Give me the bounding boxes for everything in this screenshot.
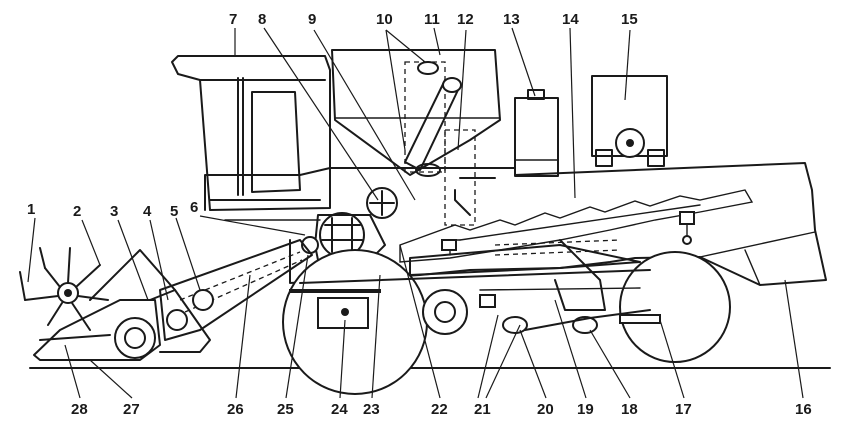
reel: [19, 247, 109, 331]
callout-11: 11: [424, 11, 440, 28]
feeder-lower-roller: [192, 289, 214, 311]
feeder-house: [159, 239, 313, 341]
callout-19: 19: [577, 401, 594, 418]
callout-17: 17: [675, 401, 692, 418]
rear-panel-line: [744, 249, 761, 286]
callout-labels: 1 2 3 4 5 6 7 8 9 10 11 12 13 14 15 16 1…: [27, 11, 812, 418]
callout-7: 7: [229, 11, 237, 28]
walker-crank-pivot: [682, 235, 692, 245]
beater-cross: [369, 190, 395, 216]
auger-base: [415, 163, 441, 177]
grain-auger-pulley: [502, 316, 528, 334]
callout-28: 28: [71, 401, 88, 418]
callout-16: 16: [795, 401, 812, 418]
callout-10: 10: [376, 11, 393, 28]
unloading-auger-tube: [404, 79, 459, 171]
straw-walker-inner-line: [459, 204, 701, 241]
machine-body-outline: [204, 162, 827, 286]
callout-26: 26: [227, 401, 244, 418]
threshing-drum-bars: [321, 217, 363, 253]
radiator-mount-right: [647, 149, 665, 167]
callout-27: 27: [123, 401, 140, 418]
callout-5: 5: [170, 203, 178, 220]
engine-filler-cap: [527, 89, 545, 100]
cab-door-window: [251, 91, 301, 193]
radiator-mount-left: [595, 149, 613, 167]
auger-top-cap: [417, 61, 439, 75]
header-platform: [33, 299, 161, 361]
callout-13: 13: [503, 11, 520, 28]
callout-leaders: [27, 27, 804, 399]
callout-6: 6: [190, 199, 198, 216]
sieve-lower-line: [479, 287, 641, 291]
elevator-housing-dashed: [444, 129, 476, 226]
callout-21: 21: [474, 401, 491, 418]
callout-8: 8: [258, 11, 266, 28]
callout-20: 20: [537, 401, 554, 418]
cab-roof-and-frame: [171, 55, 331, 211]
callout-3: 3: [110, 203, 118, 220]
cab-pillar: [237, 77, 244, 196]
callout-4: 4: [143, 203, 152, 220]
walker-crank-block: [679, 211, 695, 225]
callout-24: 24: [331, 401, 348, 418]
callout-1: 1: [27, 201, 35, 218]
callout-25: 25: [277, 401, 294, 418]
rear-steer-wheel: [619, 251, 731, 363]
callout-9: 9: [308, 11, 316, 28]
intake-roller: [166, 309, 188, 331]
gearbox-shaft: [341, 308, 349, 316]
rear-axle-bracket: [619, 314, 661, 324]
cleaning-sieve: [409, 244, 641, 276]
linkage-block: [441, 239, 457, 251]
sieve-dashed: [494, 239, 621, 256]
fan-housing: [554, 239, 606, 311]
rear-hood-line: [699, 231, 816, 258]
callout-14: 14: [562, 11, 579, 28]
lower-chassis-line: [524, 309, 651, 331]
grain-tank: [331, 49, 501, 176]
elevator-top-link: [454, 177, 496, 216]
radiator-fan-hub: [626, 139, 634, 147]
engine-block: [514, 97, 559, 177]
auger-head: [442, 77, 462, 93]
header-auger-core: [124, 327, 146, 349]
callout-22: 22: [431, 401, 448, 418]
axle-line: [289, 289, 381, 293]
callout-2: 2: [73, 203, 81, 220]
callout-12: 12: [457, 11, 474, 28]
callout-18: 18: [621, 401, 638, 418]
drive-pulley-a: [479, 294, 496, 308]
cleaning-fan-hub: [434, 301, 456, 323]
cutter-bar: [39, 334, 111, 341]
callout-23: 23: [363, 401, 380, 418]
grain-elevator-dashed: [404, 61, 446, 173]
callout-15: 15: [621, 11, 638, 28]
